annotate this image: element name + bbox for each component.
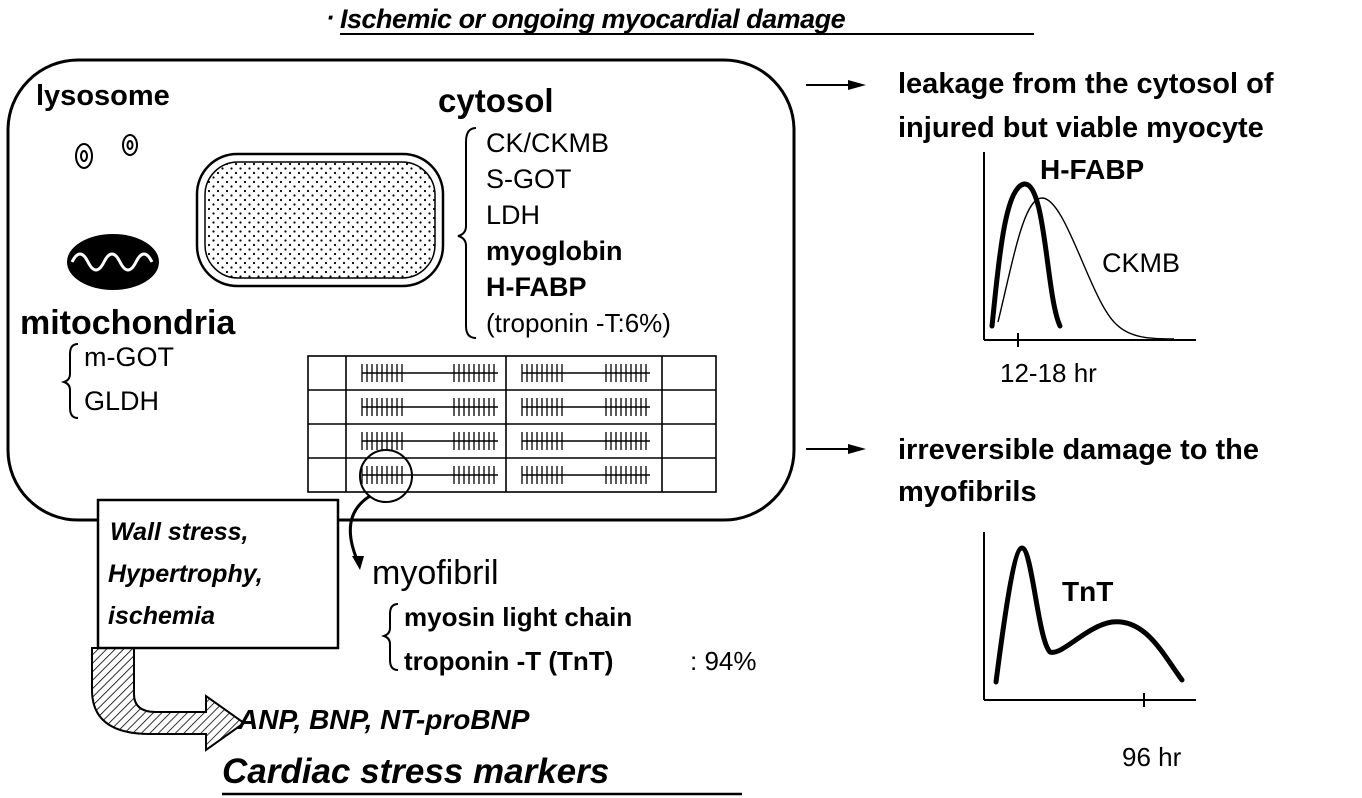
cytosol-label: cytosol	[438, 82, 554, 119]
cytosol-marker-hfabp: H-FABP	[486, 272, 587, 302]
mitochondria-marker-gldh: GLDH	[84, 386, 160, 416]
cytosol-marker-ckmb: CK/CKMB	[486, 128, 610, 158]
myofibril-marker-myosin: myosin light chain	[404, 602, 633, 632]
cytosol-marker-myoglobin: myoglobin	[486, 236, 623, 266]
tnt-series-label: TnT	[1062, 576, 1114, 607]
header-bullet: ·	[326, 2, 335, 32]
myofibril-bracket	[380, 603, 399, 671]
mitochondria-label: mitochondria	[20, 304, 236, 342]
hatched-arrow	[91, 647, 246, 752]
stress-box-line-1: Wall stress,	[110, 518, 249, 546]
myofibril-label: myofibril	[372, 554, 499, 592]
cytosol-marker-sgot: S-GOT	[486, 164, 572, 194]
leakage-x-tick-label: 12-18 hr	[1000, 358, 1097, 388]
ckmb-series-label: CKMB	[1102, 248, 1181, 278]
tnt-chart-axes	[983, 532, 1196, 707]
irreversible-text-line-1: irreversible damage to the	[898, 434, 1260, 466]
tnt-curve	[993, 545, 1185, 685]
myofibril-pointer	[348, 494, 371, 563]
stress-box-line-2: Hypertrophy,	[108, 560, 263, 588]
arrow-to-leakage	[806, 80, 866, 90]
header-title: Ischemic or ongoing myocardial damage	[340, 4, 846, 34]
lysosome-label: lysosome	[36, 80, 170, 112]
leakage-text-line-1: leakage from the cytosol of	[898, 68, 1274, 100]
leakage-chart-axes	[983, 152, 1196, 347]
cytosol-bracket	[457, 127, 477, 339]
myofibril-marker-troponin: troponin -T (TnT)	[404, 646, 614, 676]
mitochondria-bracket	[60, 343, 79, 419]
irreversible-text-line-2: myofibrils	[898, 476, 1037, 508]
lysosome-organelles	[75, 134, 138, 169]
stress-markers-list: ANP, BNP, NT-proBNP	[238, 704, 530, 735]
stress-box	[96, 498, 340, 650]
hfabp-curve	[989, 181, 1063, 329]
mitochondrion-organelle	[67, 234, 159, 290]
cytosol-marker-ldh: LDH	[486, 200, 541, 230]
myofibril-magnifier	[359, 449, 413, 503]
hfabp-series-label: H-FABP	[1040, 154, 1145, 185]
myofibril-tnt-share: : 94%	[690, 646, 757, 676]
stress-markers-title: Cardiac stress markers	[222, 752, 610, 791]
myofibril-grid	[307, 355, 717, 493]
leakage-text-line-2: injured but viable myocyte	[898, 112, 1264, 144]
mitochondria-marker-mgot: m-GOT	[84, 342, 174, 372]
tnt-x-tick-label: 96 hr	[1122, 742, 1182, 772]
cytosol-marker-troponin-t: (troponin -T:6%)	[486, 308, 671, 338]
ckmb-curve	[997, 197, 1175, 340]
arrow-to-irreversible	[806, 444, 866, 454]
stress-box-line-3: ischemia	[108, 602, 216, 630]
